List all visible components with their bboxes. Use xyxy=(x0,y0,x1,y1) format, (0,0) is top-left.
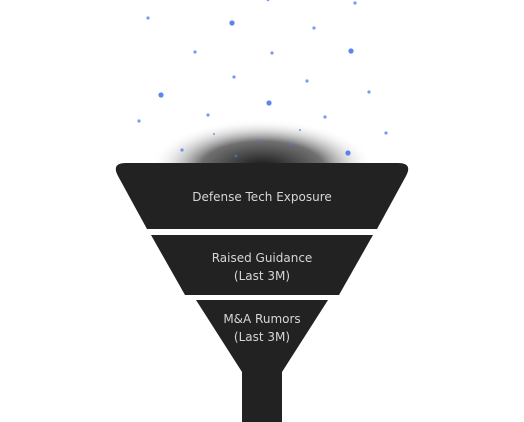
particle-dot xyxy=(323,115,327,119)
particle-dot xyxy=(348,48,354,54)
particle-dot xyxy=(158,92,164,98)
particle-dot xyxy=(257,139,259,141)
particle-dot xyxy=(353,1,357,5)
funnel-stage-1-label: Defense Tech Exposure xyxy=(192,190,332,204)
particle-dot xyxy=(193,50,197,54)
particle-dot xyxy=(345,150,351,156)
funnel-stage-1-shape xyxy=(115,163,409,229)
particle-dot xyxy=(146,16,150,20)
particle-dot xyxy=(299,129,301,131)
particle-dot xyxy=(312,26,316,30)
funnel-stage-2-label: Raised Guidance (Last 3M) xyxy=(211,251,313,283)
particle-dot xyxy=(206,113,210,117)
particle-dot xyxy=(384,131,388,135)
particle-dot xyxy=(266,100,272,106)
particle-dot xyxy=(266,0,270,2)
funnel-stage-3-label: M&A Rumors (Last 3M) xyxy=(223,312,301,344)
particle-dot xyxy=(305,79,309,83)
funnel-stage-3-shape xyxy=(196,300,328,422)
particle-dot xyxy=(367,90,371,94)
particle-dot xyxy=(232,75,236,79)
particle-dot xyxy=(288,142,292,146)
particle-dot xyxy=(234,154,238,158)
particle-dot xyxy=(229,20,235,26)
particle-dot xyxy=(213,133,215,135)
funnel-stage-2-shape xyxy=(151,235,373,295)
particles xyxy=(137,0,388,158)
particle-dot xyxy=(180,148,184,152)
particle-dot xyxy=(270,51,274,55)
particle-dot xyxy=(137,119,141,123)
